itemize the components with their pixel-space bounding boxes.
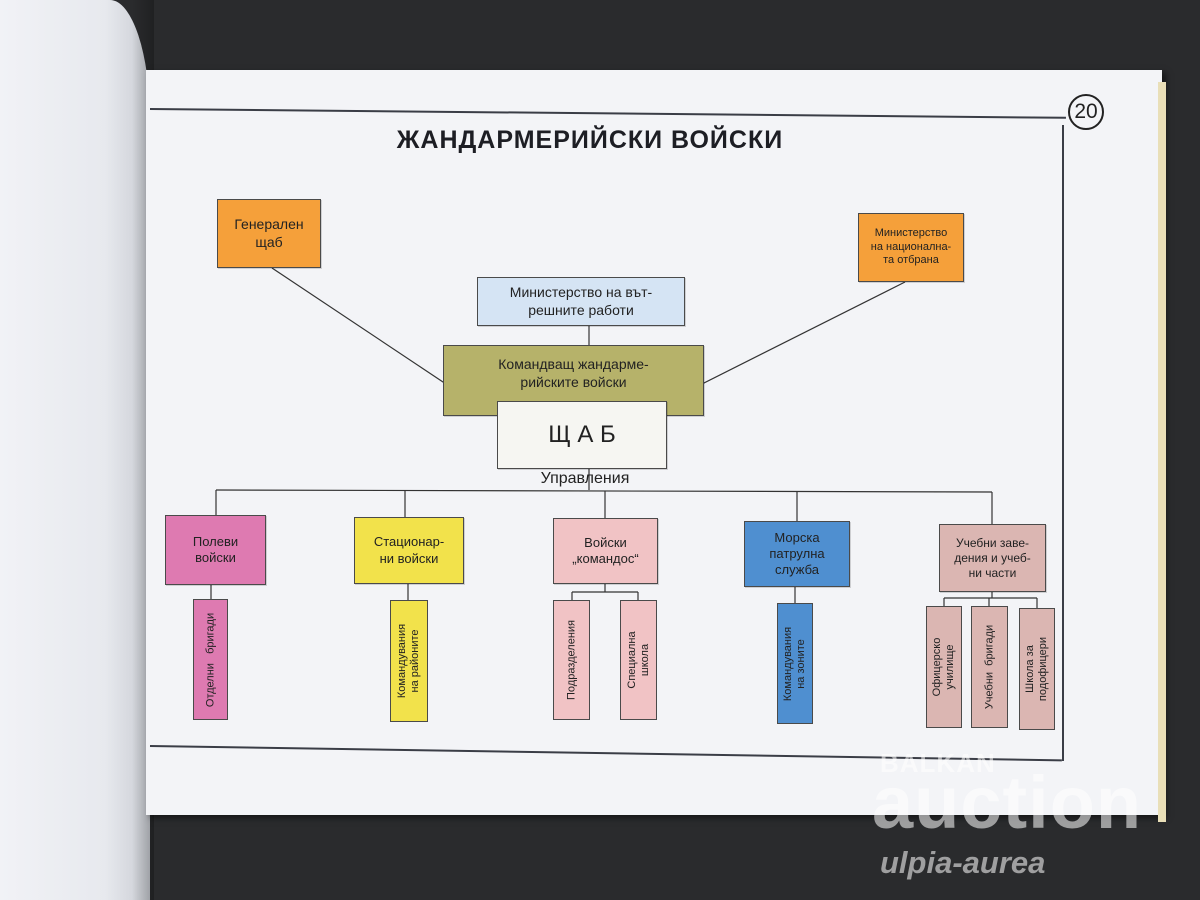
sub-box-separate-brigades: Отделни бригади bbox=[193, 599, 228, 720]
sub-label: Учебни бригади bbox=[982, 624, 995, 710]
ministry-interior-label: Министерство на вът- решните работи bbox=[509, 284, 653, 318]
sub-box-special-school: Специална школа bbox=[620, 600, 657, 720]
sub-label: Командувания на зоните bbox=[781, 626, 807, 701]
staff-label: Щ А Б bbox=[548, 421, 616, 448]
unit-label: Стационар- ни войски bbox=[373, 534, 445, 566]
page-number: 20 bbox=[1068, 94, 1104, 130]
sub-box-nco-school: Школа за подофицери bbox=[1019, 608, 1055, 730]
watermark-line-1: BALKAN bbox=[880, 748, 996, 778]
diagram-title: ЖАНДАРМЕРИЙСКИ ВОЙСКИ bbox=[396, 126, 784, 154]
ministry-defense-box: Министерство на национална- та отбрана bbox=[858, 213, 964, 282]
page-edge bbox=[1158, 82, 1166, 822]
sub-label: Офицерско училище bbox=[930, 637, 956, 697]
unit-box-naval-patrol: Морска патрулна служба bbox=[744, 521, 850, 587]
general-staff-box: Генерален щаб bbox=[217, 199, 321, 268]
sub-label: Отделни бригади bbox=[203, 612, 216, 707]
sub-label: Специална школа bbox=[625, 631, 651, 689]
sub-label: Школа за подофицери bbox=[1023, 636, 1049, 702]
unit-box-commando: Войски „командос“ bbox=[553, 518, 658, 584]
general-staff-label: Генерален щаб bbox=[234, 216, 304, 250]
sub-label: Командувания на районите bbox=[395, 623, 421, 699]
sub-box-officer-school: Офицерско училище bbox=[926, 606, 962, 728]
watermark-line-2: auction bbox=[872, 761, 1143, 844]
left-page bbox=[0, 0, 150, 900]
commander-label: Командващ жандарме- рийските войски bbox=[498, 356, 649, 390]
unit-label: Войски „командос“ bbox=[572, 534, 639, 566]
sub-box-regional-commands: Командувания на районите bbox=[390, 600, 428, 722]
sub-box-subdivisions: Подразделения bbox=[553, 600, 590, 720]
unit-label: Учебни заве- дения и учеб- ни части bbox=[954, 535, 1031, 580]
line-general-staff bbox=[271, 267, 447, 385]
sub-label: Подразделения bbox=[564, 620, 577, 700]
sub-box-zone-commands: Командувания на зоните bbox=[777, 603, 813, 724]
line-bus bbox=[215, 489, 993, 493]
ministry-defense-label: Министерство на национална- та отбрана bbox=[870, 226, 952, 267]
frame-line-right bbox=[1062, 125, 1064, 761]
watermark-line-3: ulpia-aurea bbox=[880, 845, 1046, 880]
unit-box-stationary-troops: Стационар- ни войски bbox=[354, 517, 464, 584]
unit-box-training: Учебни заве- дения и учеб- ни части bbox=[939, 524, 1046, 592]
line-ministry-defense bbox=[701, 281, 906, 385]
ministry-interior-box: Министерство на вът- решните работи bbox=[477, 277, 685, 326]
unit-label: Полеви войски bbox=[192, 533, 239, 565]
sub-box-training-brigades: Учебни бригади bbox=[971, 606, 1008, 728]
unit-label: Морска патрулна служба bbox=[769, 529, 825, 578]
staff-box: Щ А Б bbox=[497, 401, 667, 469]
unit-box-field-troops: Полеви войски bbox=[165, 515, 266, 585]
directorates-label: Управления bbox=[540, 470, 630, 487]
